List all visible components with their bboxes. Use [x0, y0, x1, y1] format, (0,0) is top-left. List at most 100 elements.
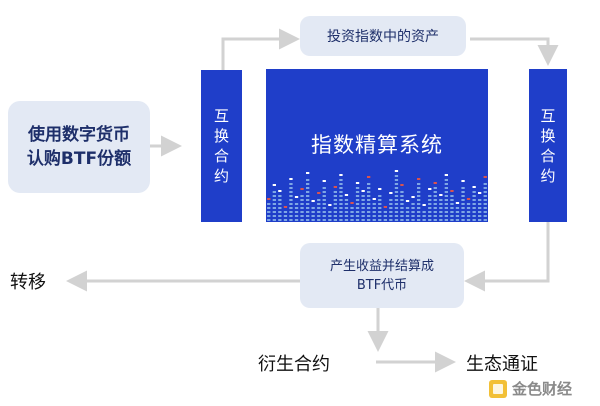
- equalizer-segment: [272, 207, 276, 209]
- equalizer-segment: [322, 215, 326, 217]
- equalizer-segment: [472, 211, 476, 213]
- index-system-title: 指数精算系统: [311, 133, 443, 157]
- equalizer-segment: [461, 191, 465, 193]
- equalizer-segment: [444, 219, 448, 221]
- equalizer-segment: [361, 215, 365, 217]
- equalizer-segment: [278, 195, 282, 197]
- equalizer-segment: [383, 215, 387, 217]
- equalizer-segment: [367, 195, 371, 197]
- equalizer-cap: [339, 174, 343, 176]
- equalizer-segment: [367, 207, 371, 209]
- equalizer-cap: [422, 204, 426, 206]
- yield-line-1: 产生收益并结算成: [329, 258, 434, 274]
- equalizer-segment: [339, 179, 343, 181]
- equalizer-segment: [417, 187, 421, 189]
- arrow-assets-to-swap: [470, 37, 559, 66]
- index-system-panel: 指数精算系统: [266, 69, 488, 222]
- equalizer-segment: [483, 219, 487, 221]
- equalizer-segment: [339, 203, 343, 205]
- watermark: 金色财经: [488, 378, 572, 399]
- equalizer-segment: [472, 219, 476, 221]
- equalizer-segment: [300, 199, 304, 201]
- equalizer-segment: [355, 199, 360, 201]
- equalizer-segment: [328, 215, 332, 217]
- equalizer-segment: [361, 211, 365, 213]
- equalizer-segment: [361, 207, 365, 209]
- equalizer-segment: [450, 195, 454, 197]
- equalizer-segment: [350, 215, 354, 217]
- equalizer-segment: [378, 199, 382, 201]
- equalizer-segment: [417, 191, 421, 193]
- equalizer-segment: [355, 203, 360, 205]
- equalizer-segment: [394, 175, 399, 177]
- equalizer-segment: [300, 195, 304, 197]
- equalizer-segment: [333, 191, 337, 193]
- equalizer-segment: [311, 215, 315, 217]
- equalizer-segment: [444, 203, 448, 205]
- equalizer-segment: [350, 207, 354, 209]
- equalizer-segment: [444, 207, 448, 209]
- equalizer-segment: [455, 211, 460, 213]
- equalizer-segment: [333, 211, 337, 213]
- equalizer-segment: [289, 183, 293, 185]
- yield-box: 产生收益并结算成 BTF代币: [300, 243, 464, 308]
- arrow-swap-to-yield: [464, 222, 550, 292]
- equalizer-segment: [367, 199, 371, 201]
- equalizer-segment: [466, 219, 471, 221]
- equalizer-segment: [306, 195, 310, 197]
- purchase-line-1: 使用数字货币: [28, 125, 130, 145]
- equalizer-cap: [433, 182, 437, 184]
- equalizer-segment: [405, 215, 410, 217]
- equalizer-segment: [466, 207, 471, 209]
- equalizer-segment: [283, 211, 288, 213]
- equalizer-segment: [417, 219, 421, 221]
- equalizer-segment: [333, 215, 337, 217]
- equalizer-segment: [383, 211, 387, 213]
- swap-contract-left: 互换合约: [201, 70, 242, 222]
- equalizer-segment: [289, 191, 293, 193]
- equalizer-segment: [372, 207, 376, 209]
- equalizer-segment: [272, 203, 276, 205]
- equalizer-cap: [372, 198, 376, 200]
- equalizer-segment: [394, 211, 399, 213]
- equalizer-segment: [417, 203, 421, 205]
- equalizer-segment: [478, 207, 482, 209]
- equalizer-segment: [394, 179, 399, 181]
- equalizer-cap: [294, 196, 299, 198]
- equalizer-segment: [367, 219, 371, 221]
- equalizer-segment: [367, 191, 371, 193]
- equalizer-cap: [367, 176, 371, 178]
- equalizer-segment: [339, 211, 343, 213]
- swap-contract-left-label: 互换合约: [214, 107, 230, 185]
- equalizer-segment: [439, 215, 443, 217]
- equalizer-segment: [317, 215, 321, 217]
- equalizer-segment: [433, 203, 437, 205]
- equalizer-segment: [483, 207, 487, 209]
- equalizer-segment: [267, 207, 271, 209]
- equalizer-segment: [389, 207, 393, 209]
- equalizer-segment: [278, 203, 282, 205]
- equalizer-segment: [267, 219, 271, 221]
- watermark-logo-icon: [489, 379, 507, 398]
- equalizer-segment: [378, 195, 382, 197]
- equalizer-segment: [450, 207, 454, 209]
- equalizer-segment: [428, 199, 432, 201]
- equalizer-segment: [311, 219, 315, 221]
- equalizer-segment: [428, 195, 432, 197]
- equalizer-segment: [472, 207, 476, 209]
- equalizer-segment: [444, 191, 448, 193]
- assets-label: 投资指数中的资产: [327, 29, 439, 45]
- equalizer-segment: [483, 183, 487, 185]
- equalizer-cap: [483, 176, 487, 178]
- equalizer-segment: [300, 207, 304, 209]
- equalizer-segment: [411, 203, 415, 205]
- equalizer-segment: [444, 179, 448, 181]
- equalizer-segment: [444, 211, 448, 213]
- equalizer-segment: [317, 199, 321, 201]
- equalizer-segment: [461, 187, 465, 189]
- equalizer-cap: [328, 204, 332, 206]
- equalizer-segment: [461, 207, 465, 209]
- equalizer-segment: [394, 183, 399, 185]
- equalizer-segment: [394, 191, 399, 193]
- equalizer-segment: [272, 191, 276, 193]
